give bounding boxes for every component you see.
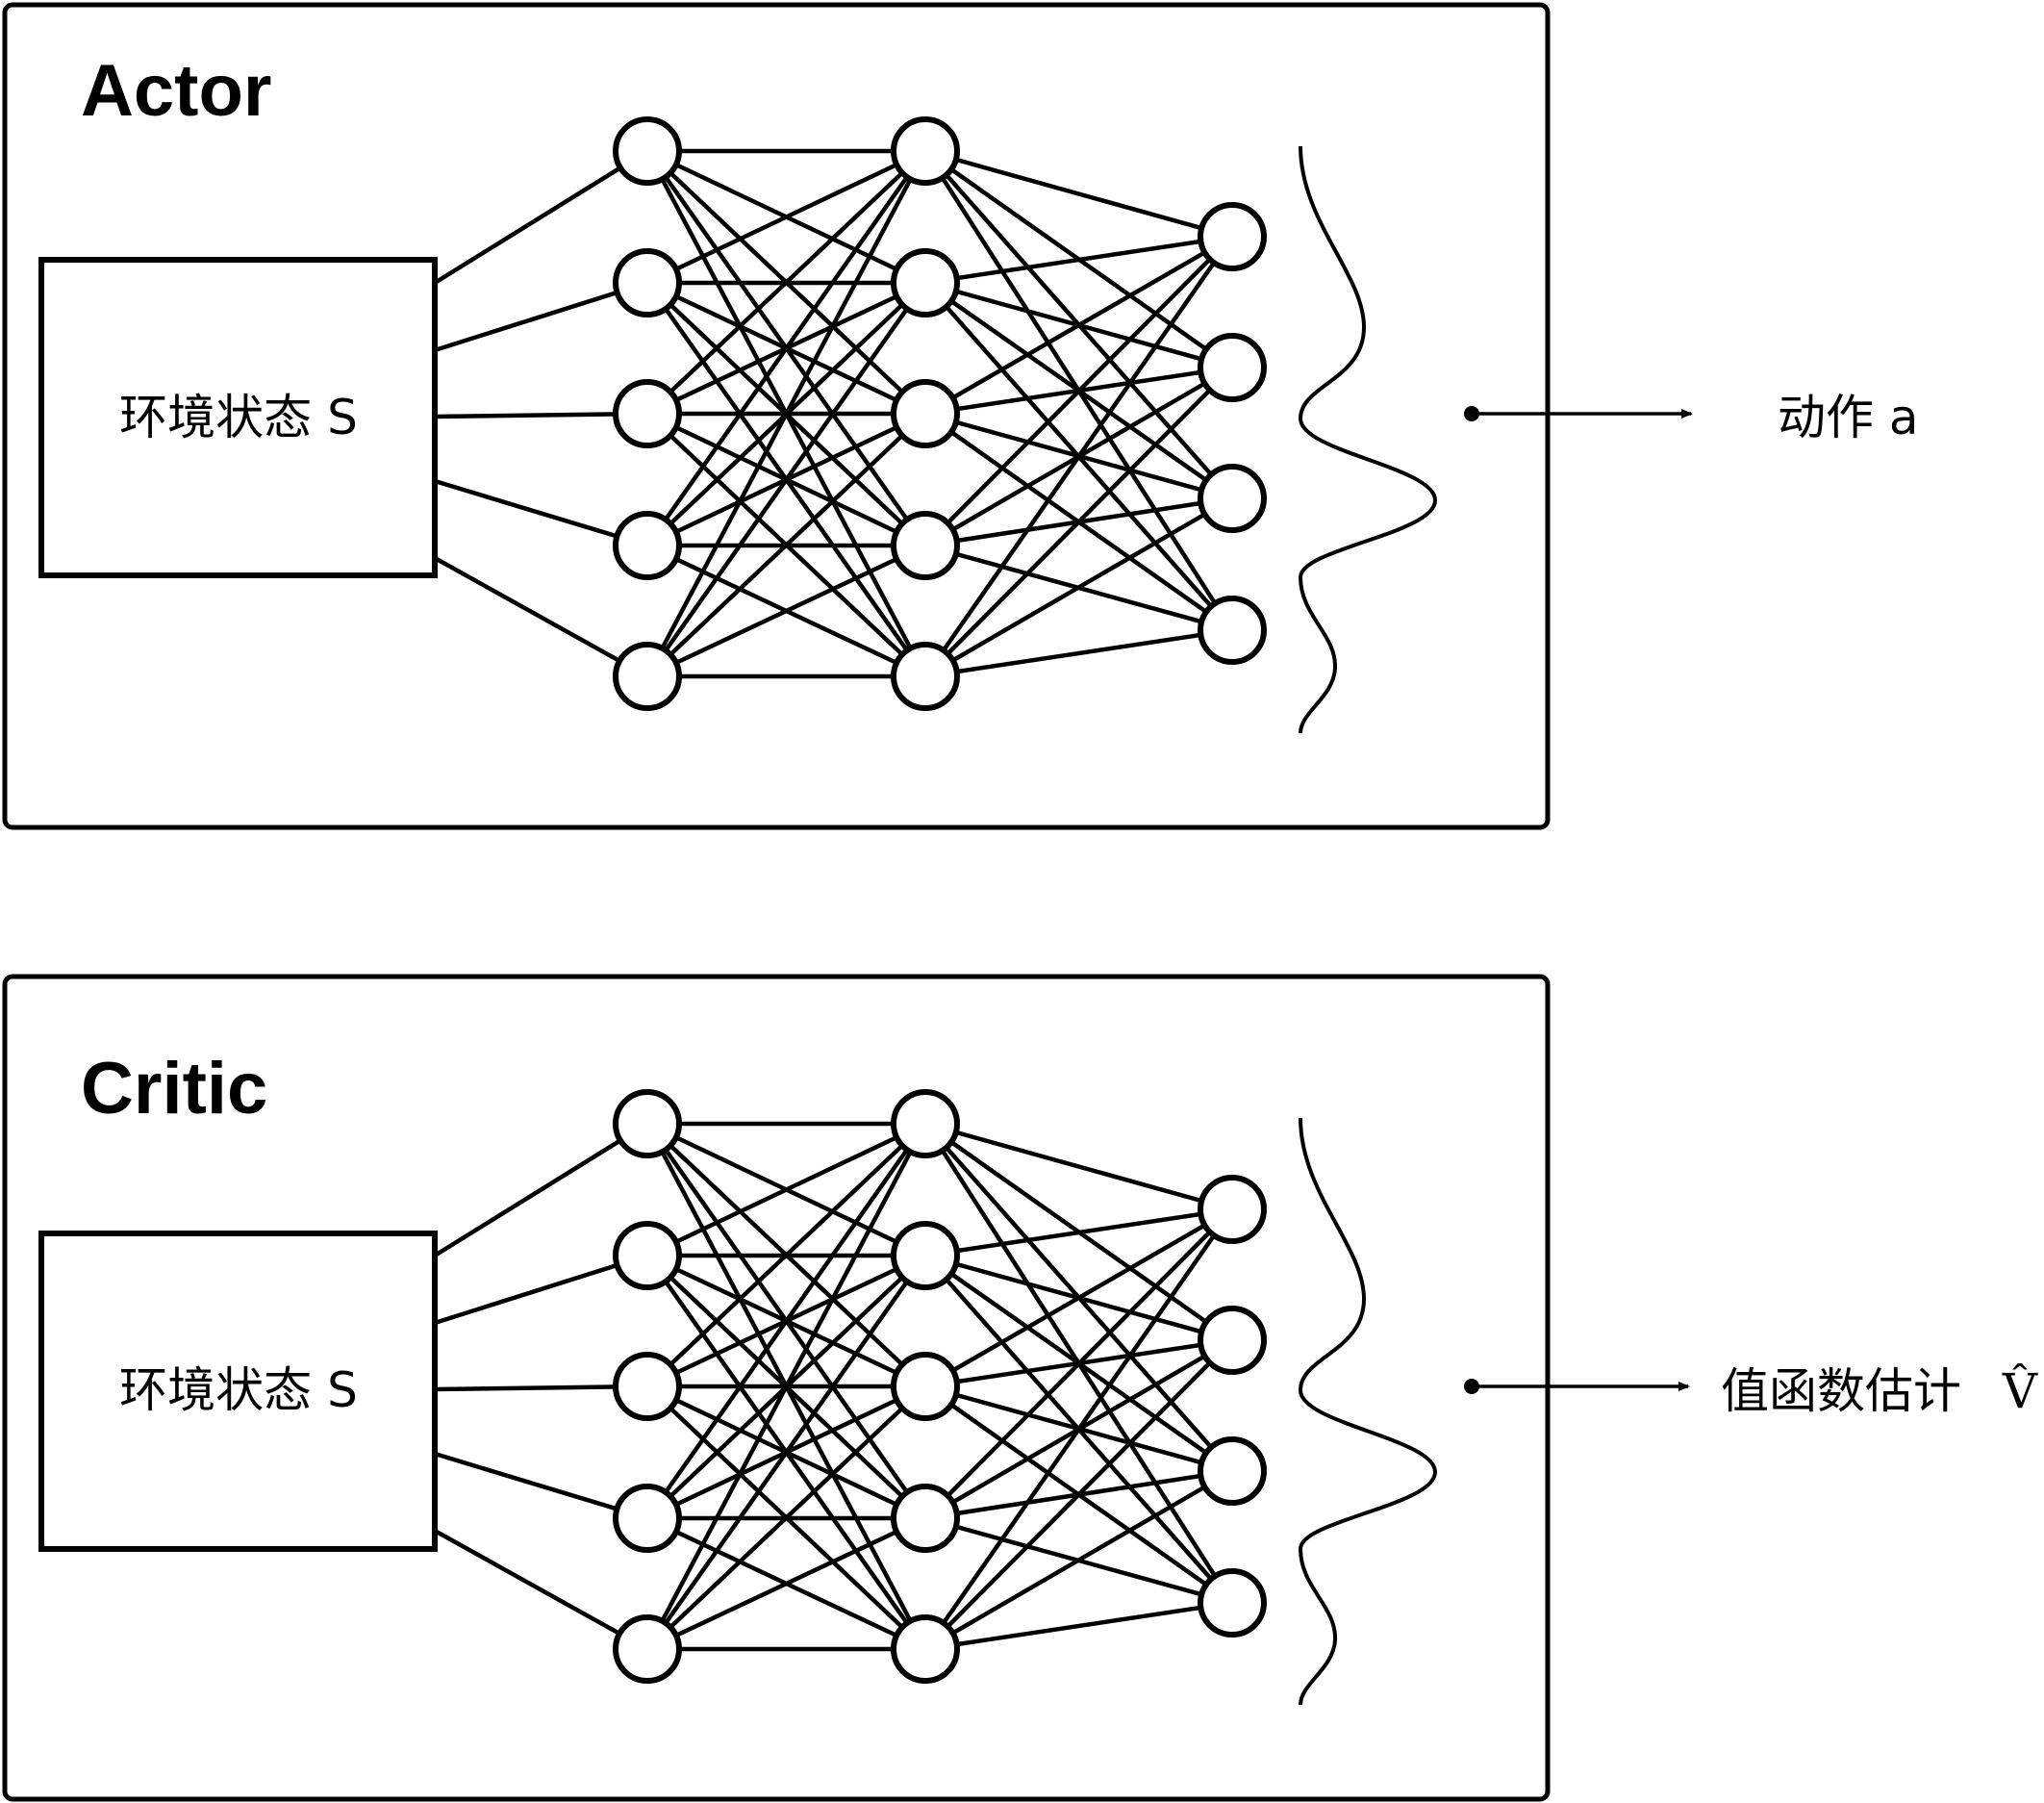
critic-panel: Critic 环境状态 S 值函数估计 V̂ bbox=[2, 974, 2038, 1802]
critic-layer3-neuron bbox=[1198, 1436, 1267, 1506]
actor-network-edge bbox=[924, 627, 1233, 679]
actor-layer1-neuron bbox=[613, 642, 682, 711]
actor-layer2-neuron bbox=[891, 511, 960, 580]
critic-network-edge bbox=[924, 1121, 1233, 1212]
critic-layer2-neuron bbox=[891, 1352, 960, 1421]
actor-layer3-neuron bbox=[1198, 202, 1267, 271]
actor-network-edge bbox=[923, 235, 1234, 547]
actor-input-edge bbox=[434, 478, 648, 548]
actor-layer3-neuron bbox=[1198, 464, 1267, 533]
critic-network-edge bbox=[645, 1122, 927, 1651]
actor-input-box bbox=[38, 257, 438, 578]
actor-layer3-neuron bbox=[1198, 596, 1267, 665]
critic-network-edge bbox=[645, 1254, 927, 1651]
actor-output-label: 动作 a bbox=[1778, 390, 1919, 445]
critic-layer3-neuron bbox=[1198, 1568, 1267, 1638]
critic-network-edge bbox=[645, 1384, 927, 1651]
critic-input-edge bbox=[434, 1384, 648, 1392]
critic-layer2-neuron bbox=[891, 1614, 960, 1684]
critic-network-edge bbox=[923, 1338, 1234, 1651]
actor-arrow-tail-dot bbox=[1464, 406, 1479, 421]
critic-network-edge bbox=[923, 1469, 1234, 1651]
actor-layer2-neuron bbox=[891, 116, 960, 186]
actor-input-edge bbox=[434, 280, 648, 353]
critic-input-box bbox=[38, 1231, 438, 1552]
actor-layer2-neuron bbox=[891, 248, 960, 317]
actor-layer1-neuron bbox=[613, 248, 682, 317]
critic-arrow-tail-dot bbox=[1464, 1379, 1479, 1394]
critic-layer1-neuron bbox=[613, 1089, 682, 1158]
actor-output-distribution-curve bbox=[1298, 145, 1438, 734]
actor-layer1-neuron bbox=[613, 511, 682, 580]
critic-network-edge bbox=[923, 1207, 1234, 1651]
actor-title: Actor bbox=[81, 50, 271, 132]
critic-input-edge bbox=[434, 1253, 648, 1326]
actor-panel-frame bbox=[2, 2, 1551, 830]
actor-network-edge bbox=[645, 281, 927, 678]
critic-network-edge bbox=[646, 1121, 926, 1258]
critic-network-edge bbox=[645, 1122, 927, 1388]
actor-layer2-neuron bbox=[891, 379, 960, 448]
actor-network-edge bbox=[923, 235, 1234, 416]
critic-network-edge bbox=[645, 1122, 927, 1520]
critic-layer2-neuron bbox=[891, 1484, 960, 1553]
actor-network-edge bbox=[923, 235, 1234, 678]
critic-network-edge bbox=[924, 1600, 1233, 1652]
critic-layer1-neuron bbox=[613, 1221, 682, 1290]
actor-network-edge bbox=[646, 148, 926, 286]
actor-layer1-neuron bbox=[613, 116, 682, 186]
critic-network-edge bbox=[923, 1207, 1234, 1388]
actor-layer3-neuron bbox=[1198, 333, 1267, 402]
actor-network-edges bbox=[433, 148, 1234, 679]
actor-network-edge bbox=[924, 234, 1233, 286]
critic-input-edge bbox=[433, 1122, 649, 1257]
actor-input-edge bbox=[434, 411, 648, 419]
critic-layer1-neuron bbox=[613, 1484, 682, 1553]
actor-network-edge bbox=[645, 149, 927, 416]
actor-layer1-neuron bbox=[613, 379, 682, 448]
critic-input-edge bbox=[434, 1451, 648, 1521]
actor-layer2-neuron bbox=[891, 642, 960, 711]
critic-layer2-neuron bbox=[891, 1089, 960, 1158]
actor-network-edge bbox=[923, 496, 1234, 678]
actor-input-label: 环境状态 S bbox=[119, 390, 358, 445]
actor-network-edge bbox=[645, 149, 927, 547]
critic-title: Critic bbox=[81, 1048, 267, 1130]
critic-output-distribution-curve bbox=[1298, 1117, 1438, 1706]
actor-network-edge bbox=[646, 543, 926, 679]
critic-network-nodes bbox=[613, 1089, 1267, 1684]
actor-input-edge bbox=[433, 556, 649, 678]
critic-network-edge bbox=[646, 1515, 926, 1652]
critic-input-edge bbox=[433, 1529, 649, 1651]
actor-network-edge bbox=[645, 412, 927, 678]
critic-layer3-neuron bbox=[1198, 1175, 1267, 1244]
critic-layer3-neuron bbox=[1198, 1306, 1267, 1375]
critic-input-label: 环境状态 S bbox=[119, 1362, 358, 1418]
actor-network-edge bbox=[645, 149, 927, 678]
critic-layer2-neuron bbox=[891, 1221, 960, 1290]
actor-panel: Actor 环境状态 S 动作 a bbox=[2, 2, 1919, 830]
critic-layer1-neuron bbox=[613, 1352, 682, 1421]
actor-network-nodes bbox=[613, 116, 1267, 711]
actor-input-edge bbox=[433, 149, 649, 285]
critic-network-edge bbox=[924, 1206, 1233, 1258]
critic-output-symbol: V̂ bbox=[2002, 1362, 2038, 1419]
actor-network-edge bbox=[924, 148, 1233, 240]
critic-output-label: 值函数估计 bbox=[1721, 1363, 1961, 1419]
critic-network-edge bbox=[923, 1207, 1234, 1520]
critic-layer1-neuron bbox=[613, 1614, 682, 1684]
actor-network-edge bbox=[923, 366, 1234, 678]
critic-network-edges bbox=[433, 1121, 1234, 1652]
